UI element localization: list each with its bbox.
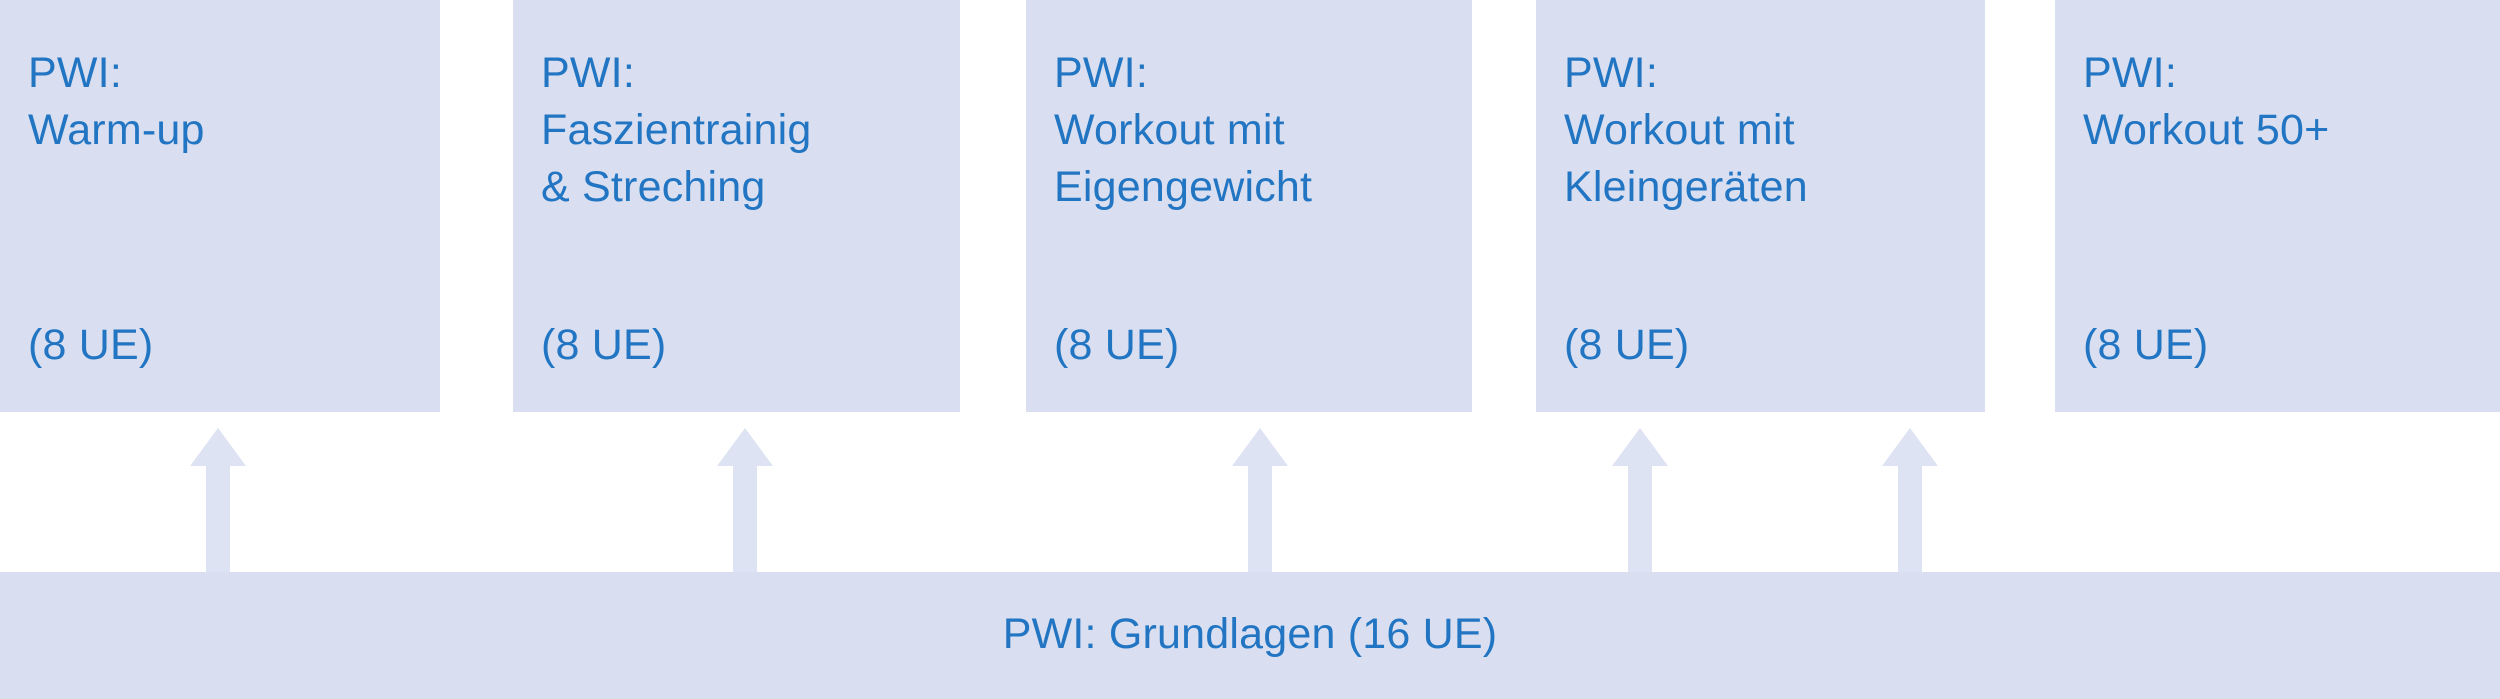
module-ue-badge: (8 UE) (2083, 321, 2209, 369)
arrow-up-icon-1 (188, 428, 248, 573)
module-box-faszientraining[interactable]: PWI: Faszientrainig & Streching (8 UE) (513, 0, 960, 412)
module-ue-badge: (8 UE) (28, 321, 154, 369)
module-box-warm-up[interactable]: PWI: Warm-up (8 UE) (0, 0, 440, 412)
module-title: PWI: Workout mit Kleingeräten (1564, 49, 1808, 211)
arrow-up-icon-3 (1230, 428, 1290, 573)
module-box-eigengewicht[interactable]: PWI: Workout mit Eigengewicht (8 UE) (1026, 0, 1472, 412)
arrow-up-icon-5 (1880, 428, 1940, 573)
arrow-up-icon-4 (1610, 428, 1670, 573)
module-box-workout-50-plus[interactable]: PWI: Workout 50+ (8 UE) (2055, 0, 2500, 412)
module-box-kleingeraeten[interactable]: PWI: Workout mit Kleingeräten (8 UE) (1536, 0, 1985, 412)
base-module-label: PWI: Grundlagen (16 UE) (1002, 610, 1498, 658)
module-ue-badge: (8 UE) (1054, 321, 1180, 369)
module-title: PWI: Warm-up (28, 49, 205, 154)
module-ue-badge: (8 UE) (541, 321, 667, 369)
module-title: PWI: Workout mit Eigengewicht (1054, 49, 1313, 211)
module-title: PWI: Faszientrainig & Streching (541, 49, 812, 211)
module-ue-badge: (8 UE) (1564, 321, 1690, 369)
module-title: PWI: Workout 50+ (2083, 49, 2330, 154)
base-module-bar[interactable]: PWI: Grundlagen (16 UE) (0, 572, 2500, 699)
arrow-up-icon-2 (715, 428, 775, 573)
